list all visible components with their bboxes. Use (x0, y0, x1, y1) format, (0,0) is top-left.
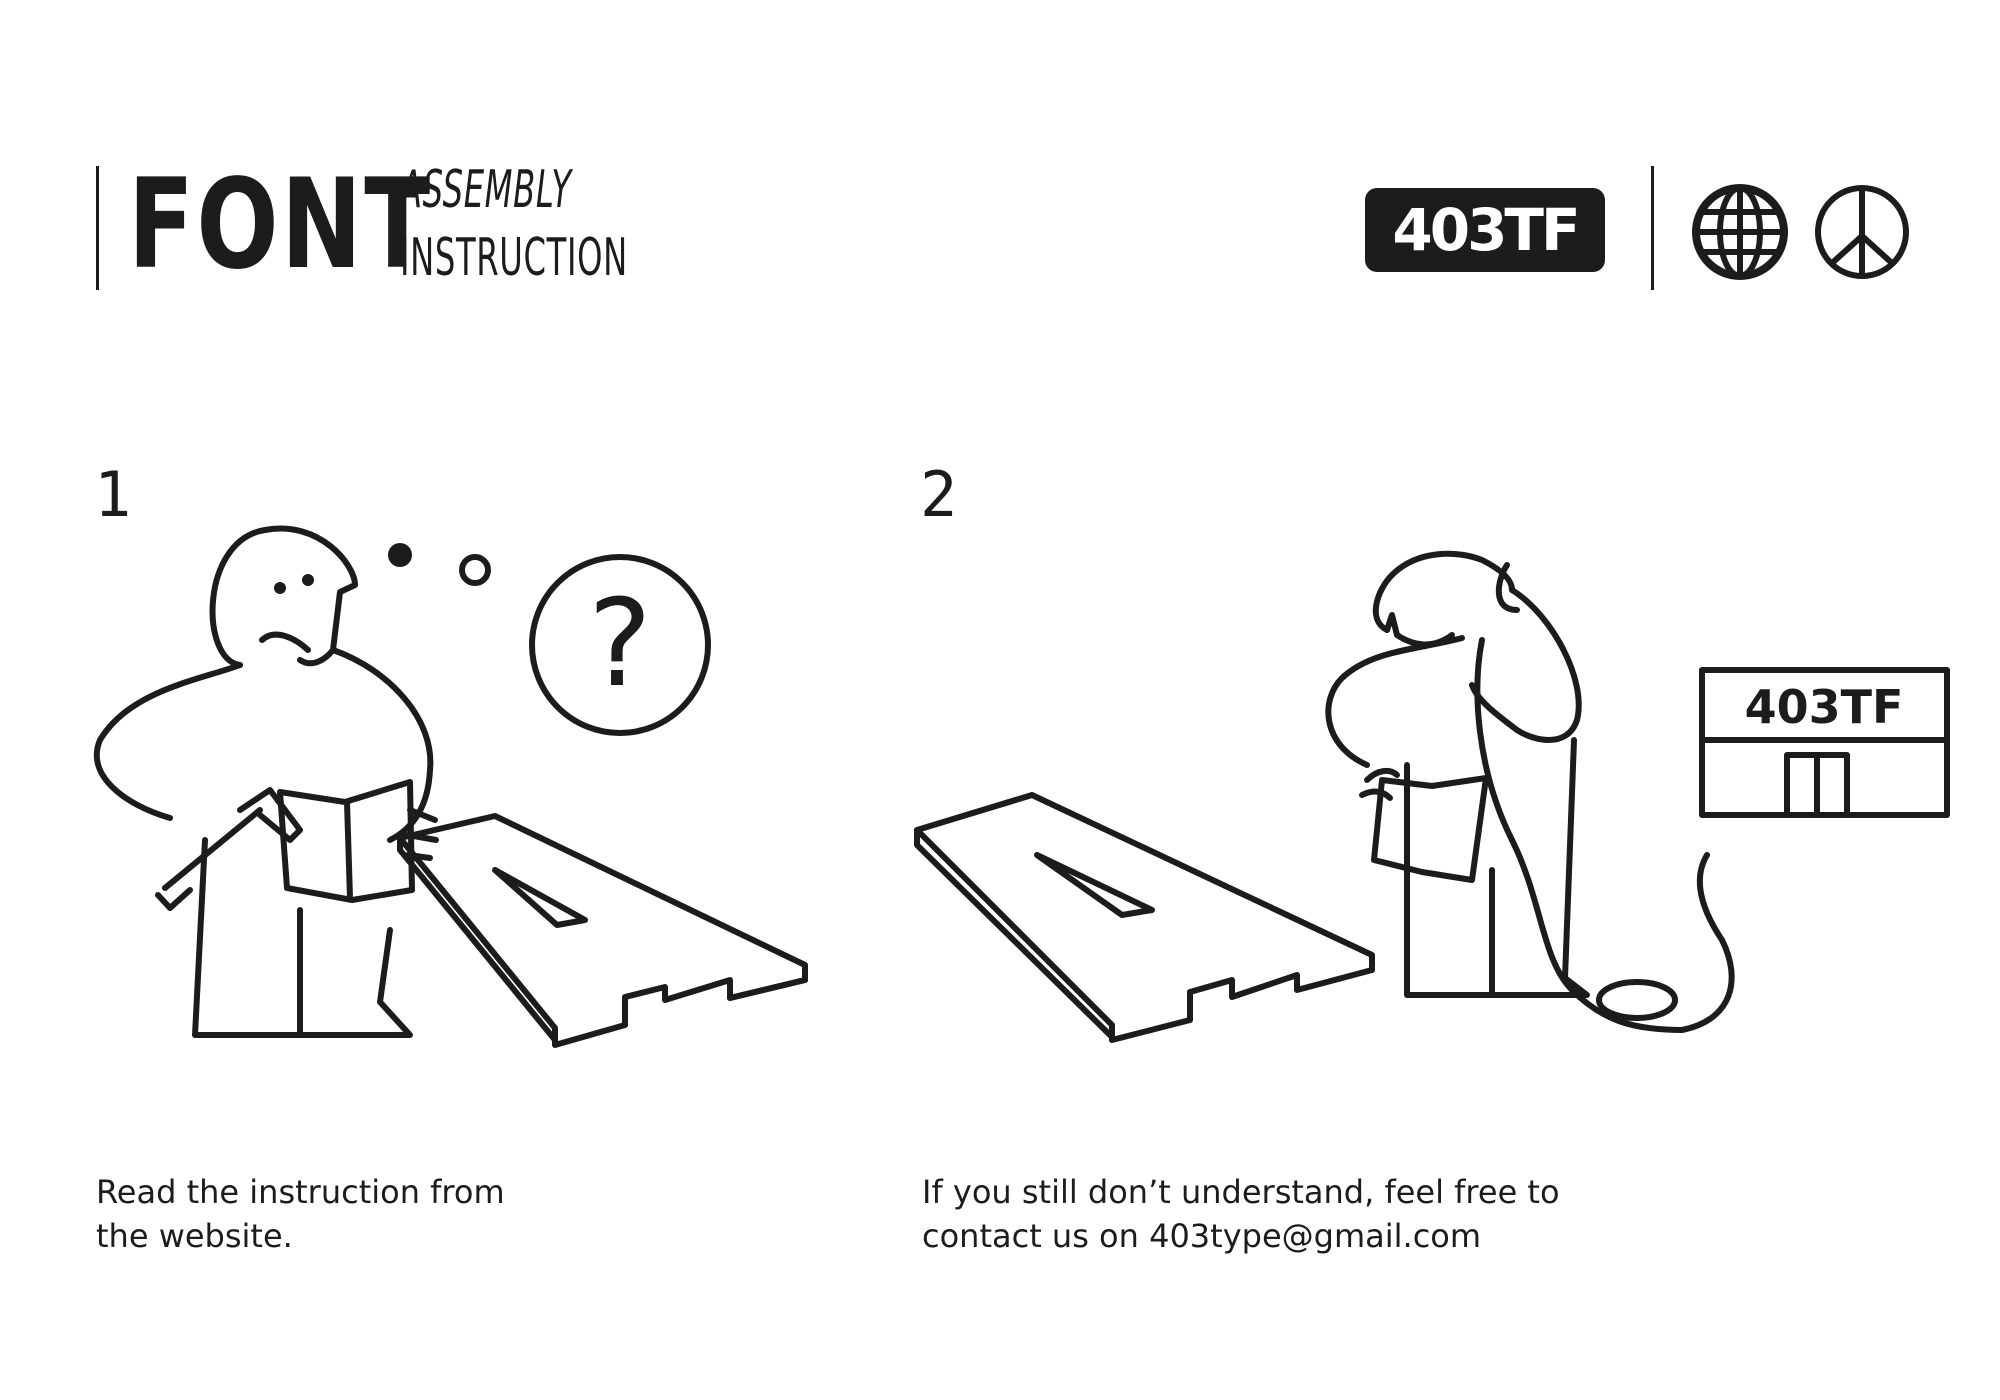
step-2-caption: If you still don’t understand, feel free… (922, 1173, 1560, 1255)
letter-a-piece (397, 813, 808, 1048)
question-mark: ? (588, 575, 652, 714)
store-building: 403TF (1699, 667, 1950, 818)
confused-person (93, 525, 439, 1038)
step-1-illustration: ? (93, 525, 808, 1048)
peace-icon[interactable] (1812, 182, 1912, 282)
page-title: FONT (128, 153, 433, 297)
letter-a-piece (914, 792, 1375, 1043)
brand-logo-badge: 403TF (1365, 188, 1605, 272)
header-divider-left (96, 166, 99, 290)
person-on-phone (1325, 550, 1735, 1033)
step-2-illustration: 403TF (914, 550, 1950, 1043)
brand-logo-text: 403TF (1392, 196, 1580, 264)
thought-bubble: ? (388, 543, 711, 736)
step-1-caption: Read the instruction from the website. (96, 1173, 505, 1255)
step-1-number: 1 (94, 458, 132, 531)
store-sign: 403TF (1745, 680, 1904, 734)
header-divider-right (1651, 166, 1654, 290)
step-2-number: 2 (920, 458, 958, 531)
subtitle-line-2: INSTRUCTION (400, 228, 628, 288)
globe-icon[interactable] (1690, 182, 1790, 282)
subtitle-line-1: ASSEMBLY (400, 160, 572, 220)
